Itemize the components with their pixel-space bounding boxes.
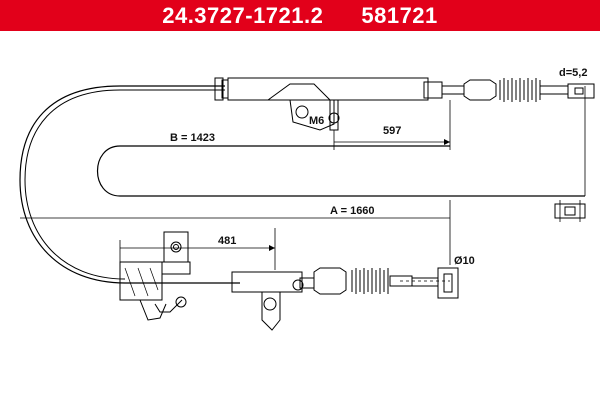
title-bar: 24.3727-1721.2 581721 <box>0 0 600 31</box>
cable-outer <box>19 85 240 284</box>
dim-b-label: B = 1423 <box>170 132 215 144</box>
dim-a-label: A = 1660 <box>330 205 375 217</box>
diameter-label: Ø10 <box>454 255 475 267</box>
part-number: 24.3727-1721.2 <box>162 2 324 28</box>
end-diameter-label: d=5,2 <box>559 67 587 79</box>
dim-481-label: 481 <box>218 235 236 247</box>
bottom-bracket <box>119 231 191 321</box>
reference-number: 581721 <box>361 2 438 28</box>
bottom-fitting <box>231 267 459 331</box>
cable-end-detail <box>554 200 586 222</box>
cable-inner <box>24 89 225 280</box>
cable-loop <box>97 145 585 197</box>
thread-label: M6 <box>309 115 324 127</box>
dim-597-label: 597 <box>383 125 401 137</box>
cable-drawing: d=5,2 M6 597 B = 1423 A = 1660 481 Ø10 <box>19 67 595 331</box>
top-fitting <box>214 77 595 131</box>
